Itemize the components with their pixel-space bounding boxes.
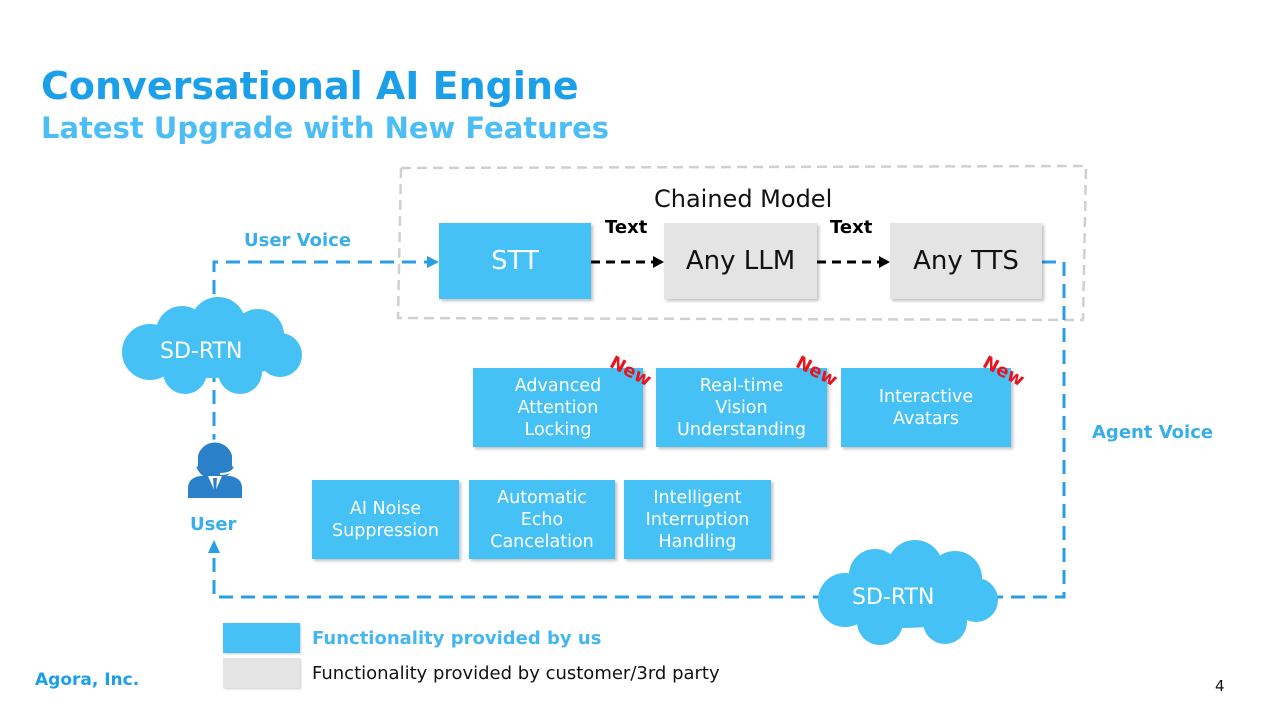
feature-box: Interactive Avatars	[841, 368, 1011, 447]
user-headset-icon	[188, 439, 242, 498]
legend-ours-label: Functionality provided by us	[312, 628, 602, 649]
chained-model-boundary	[396, 164, 1088, 322]
feature-box: Real-time Vision Understanding	[656, 368, 827, 447]
user-voice-arrowhead	[427, 256, 439, 268]
page-subtitle: Latest Upgrade with New Features	[41, 111, 610, 145]
feature-box: Advanced Attention Locking	[473, 368, 643, 447]
feature-box: AI Noise Suppression	[312, 480, 459, 559]
llm-box: Any LLM	[664, 223, 817, 299]
sdrtn-bottom-label: SD-RTN	[852, 585, 935, 610]
page-number: 4	[1215, 677, 1225, 695]
chained-model-label: Chained Model	[654, 185, 833, 213]
feature-box: Automatic Echo Cancelation	[469, 480, 615, 559]
page-title: Conversational AI Engine	[41, 64, 579, 108]
company-name: Agora, Inc.	[35, 670, 140, 690]
legend-swatch-ours	[223, 623, 300, 653]
legend-third-party-label: Functionality provided by customer/3rd p…	[312, 663, 720, 684]
cloud-icon	[122, 297, 302, 394]
agent-voice-path	[212, 260, 1066, 599]
text-label-2: Text	[830, 217, 873, 238]
legend-swatch-third-party	[223, 658, 300, 688]
agent-voice-label: Agent Voice	[1092, 422, 1214, 443]
sdrtn-left-label: SD-RTN	[160, 339, 243, 364]
text-label-1: Text	[605, 217, 648, 238]
stt-box: STT	[439, 223, 591, 299]
user-voice-path	[212, 260, 430, 448]
tts-box: Any TTS	[890, 223, 1042, 299]
user-voice-label: User Voice	[244, 230, 352, 251]
agent-voice-arrowhead	[208, 540, 220, 553]
cloud-icon	[818, 540, 998, 645]
feature-box: Intelligent Interruption Handling	[624, 480, 771, 559]
user-label: User	[190, 514, 237, 535]
